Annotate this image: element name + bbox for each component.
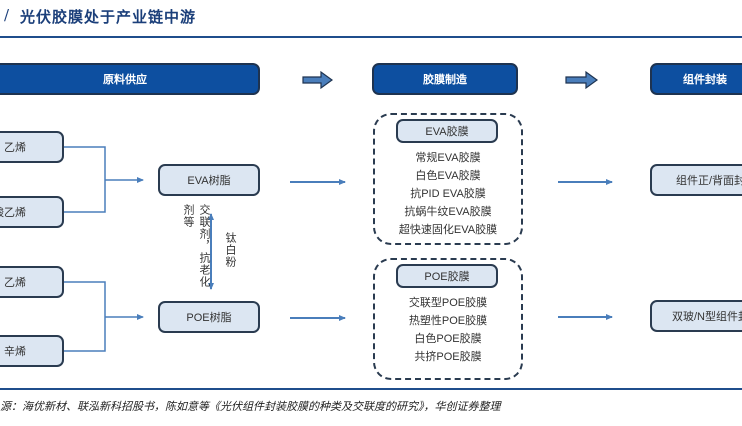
stage-module-encapsulation: 组件封装 <box>650 63 742 95</box>
stage-module-encapsulation-label: 组件封装 <box>683 74 727 86</box>
crosslinker-antiaging-label: 交联剂，抗老化剂等 <box>182 204 210 288</box>
poe-resin: POE树脂 <box>158 301 260 333</box>
raw-octene: 辛烯 <box>0 335 64 367</box>
poe-input-bracket <box>64 281 144 352</box>
eva-film-item: 白色EVA胶膜 <box>415 170 481 182</box>
stage-arrow-1 <box>302 70 334 90</box>
stage-film-manufacturing: 胶膜制造 <box>372 63 518 95</box>
poe-film-item: 交联型POE胶膜 <box>408 297 488 309</box>
title-marker: / <box>4 6 10 24</box>
poe-film-item: 白色POE胶膜 <box>414 333 482 345</box>
raw-ethylene-1: 乙烯 <box>0 131 64 163</box>
module-front-back-encapsulation: 组件正/背面封装 <box>650 164 742 196</box>
page-title: 光伏胶膜处于产业链中游 <box>20 8 197 26</box>
eva-resin: EVA树脂 <box>158 164 260 196</box>
poe-film-item: 热塑性POE胶膜 <box>408 315 488 327</box>
title-divider <box>0 36 742 38</box>
eva-input-bracket <box>64 146 144 213</box>
raw-vinyl-acetate-label: 醋酸乙烯 <box>0 207 26 219</box>
poe-film-header: POE胶膜 <box>396 264 498 288</box>
eva-film-item: 常规EVA胶膜 <box>415 152 481 164</box>
titanium-dioxide-label: 钛白粉 <box>224 232 236 268</box>
stage-arrow-2 <box>565 70 599 90</box>
title-bar: / 光伏胶膜处于产业链中游 <box>0 0 742 36</box>
eva-film-item: 抗PID EVA胶膜 <box>410 188 486 200</box>
footer-divider <box>0 388 742 390</box>
poe-film-list: 交联型POE胶膜 热塑性POE胶膜 白色POE胶膜 共挤POE胶膜 <box>378 294 518 366</box>
eva-film-group <box>373 113 523 245</box>
raw-ethylene-2: 乙烯 <box>0 266 64 298</box>
eva-film-item: 超快速固化EVA胶膜 <box>398 224 498 236</box>
eva-film-list: 常规EVA胶膜 白色EVA胶膜 抗PID EVA胶膜 抗蜗牛纹EVA胶膜 超快速… <box>378 149 518 239</box>
poe-film-item: 共挤POE胶膜 <box>414 351 482 363</box>
module-double-glass-n-type: 双玻/N型组件封装 <box>650 300 742 332</box>
eva-film-item: 抗蜗牛纹EVA胶膜 <box>404 206 492 218</box>
raw-vinyl-acetate: 醋酸乙烯 <box>0 196 64 228</box>
poe-film-group <box>373 258 523 380</box>
eva-film-header: EVA胶膜 <box>396 119 498 143</box>
stage-raw-supply: 原料供应 <box>0 63 260 95</box>
source-note: 源：海优新材、联泓新科招股书，陈如意等《光伏组件封装胶膜的种类及交联度的研究》，… <box>0 400 501 413</box>
